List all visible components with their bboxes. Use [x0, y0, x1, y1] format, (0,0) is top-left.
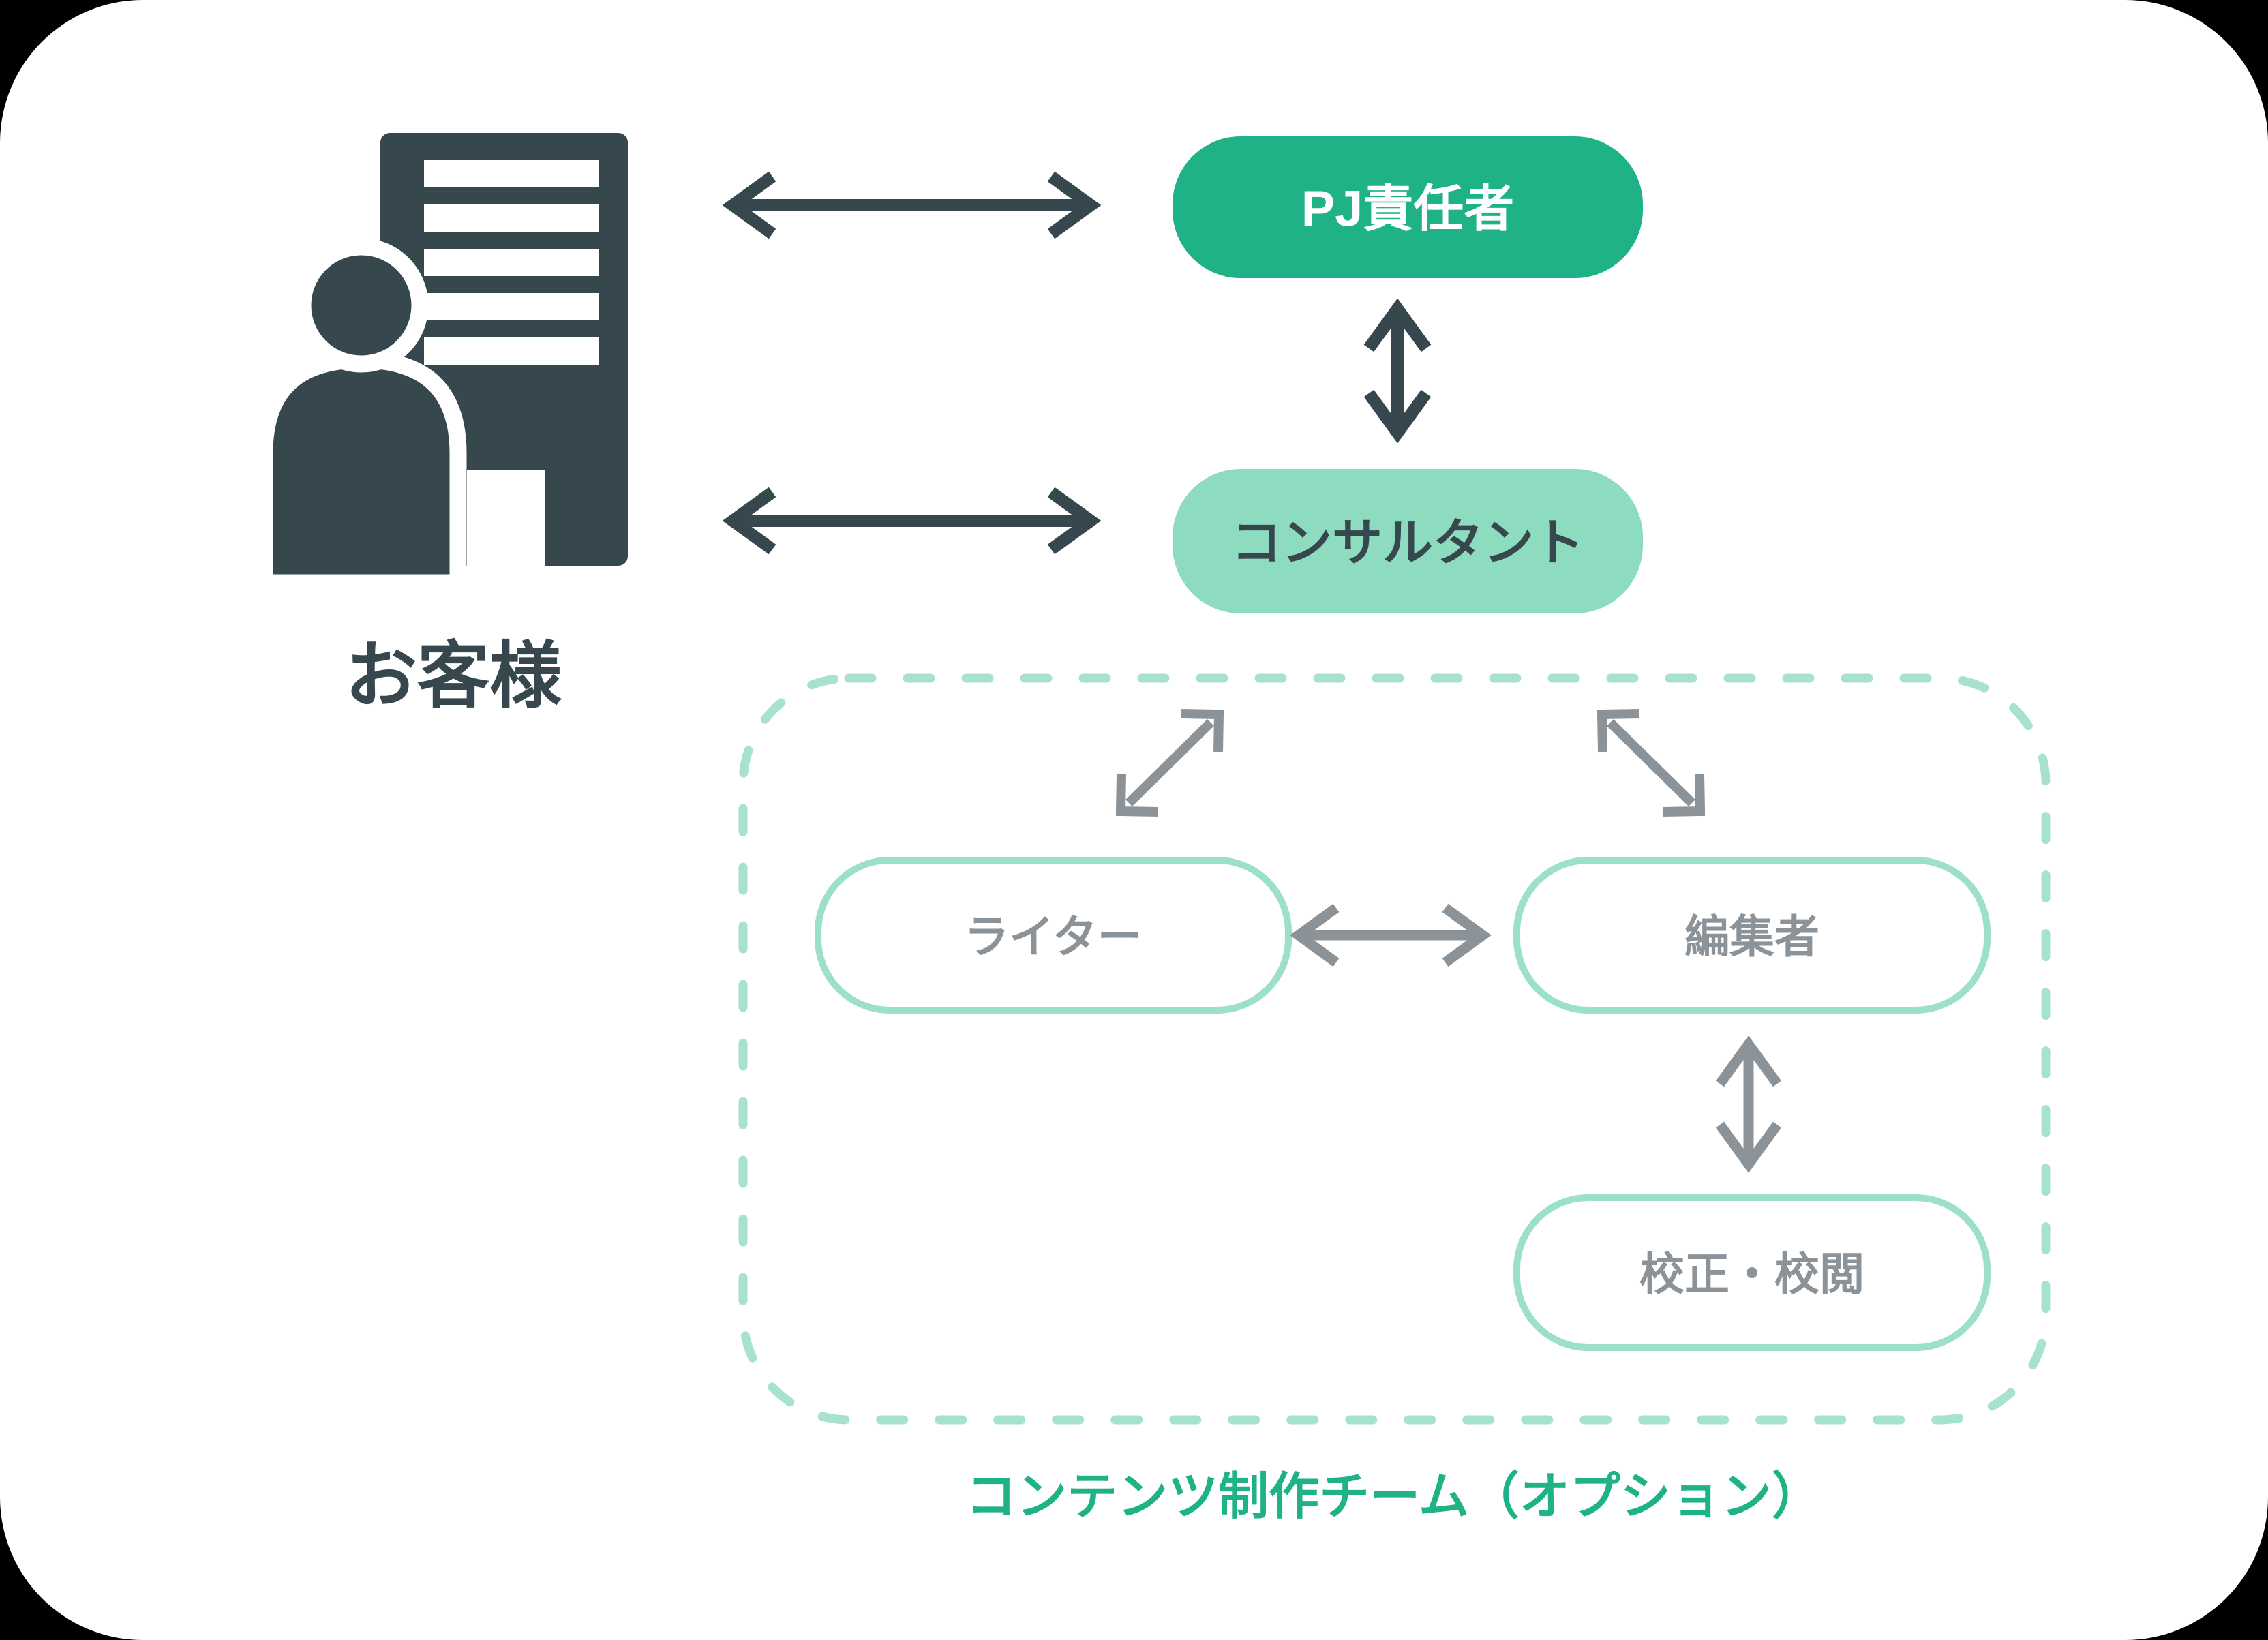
arrowhead-bottom — [1363, 389, 1432, 444]
arrow-consultant-editor — [1597, 709, 1706, 817]
node-proofreading: 校正・校閲 — [1513, 1194, 1991, 1351]
pj-manager-label: PJ責任者 — [1301, 181, 1515, 237]
arrowhead-right — [1047, 487, 1102, 555]
arrow-customer-pj-manager — [722, 171, 1102, 239]
arrow-pj-manager-consultant — [1363, 298, 1432, 444]
node-consultant: コンサルタント — [1173, 469, 1643, 613]
arrowhead-top — [1715, 1035, 1782, 1087]
arrow-consultant-writer — [1115, 709, 1224, 817]
window-row — [424, 204, 599, 232]
arrow-editor-proofreading — [1715, 1035, 1782, 1173]
arrowhead-left — [722, 487, 776, 555]
node-editor: 編集者 — [1513, 857, 1991, 1014]
writer-pill — [815, 857, 1292, 1014]
proofreading-pill — [1513, 1194, 1991, 1351]
arrowhead-top — [1363, 298, 1432, 352]
content-team-dashed-border — [738, 673, 2051, 1425]
window-row — [424, 293, 599, 320]
editor-pill — [1513, 857, 1991, 1014]
customer-node: お客様 — [256, 133, 628, 716]
arrowhead-se — [1662, 773, 1706, 817]
arrowhead-right — [1047, 171, 1102, 239]
window-row — [424, 337, 599, 365]
consultant-label: コンサルタント — [1231, 515, 1584, 571]
building-windows — [424, 160, 599, 365]
content-team-box: ライター 編集者 校正・校閲 コンテンツ制作チーム（オプション） — [738, 673, 2051, 1525]
editor-label: 編集者 — [1684, 911, 1819, 962]
customer-label: お客様 — [345, 636, 562, 716]
building-door — [467, 470, 545, 566]
arrowhead-nw — [1597, 709, 1640, 753]
arrowhead-left — [722, 171, 776, 239]
node-pj-manager: PJ責任者 — [1173, 136, 1643, 278]
window-row — [424, 249, 599, 276]
arrow-shaft — [1607, 719, 1695, 806]
person-body — [256, 351, 467, 592]
arrowhead-right — [1442, 903, 1492, 967]
window-row — [424, 160, 599, 187]
building-with-person-icon — [256, 133, 628, 592]
arrowhead-sw — [1115, 773, 1159, 817]
arrow-shaft — [1125, 719, 1214, 806]
consultant-pill — [1173, 469, 1643, 613]
arrow-customer-consultant — [722, 487, 1102, 555]
pj-manager-pill — [1173, 136, 1643, 278]
arrow-writer-editor — [1290, 903, 1492, 967]
arrowhead-bottom — [1715, 1121, 1782, 1173]
content-team-caption: コンテンツ制作チーム（オプション） — [966, 1468, 1822, 1525]
proofreading-label: 校正・校閲 — [1639, 1249, 1864, 1299]
writer-label: ライター — [964, 911, 1142, 962]
arrowhead-ne — [1181, 709, 1224, 753]
arrowhead-left — [1290, 903, 1340, 967]
person-head — [294, 238, 429, 373]
node-writer: ライター — [815, 857, 1292, 1014]
